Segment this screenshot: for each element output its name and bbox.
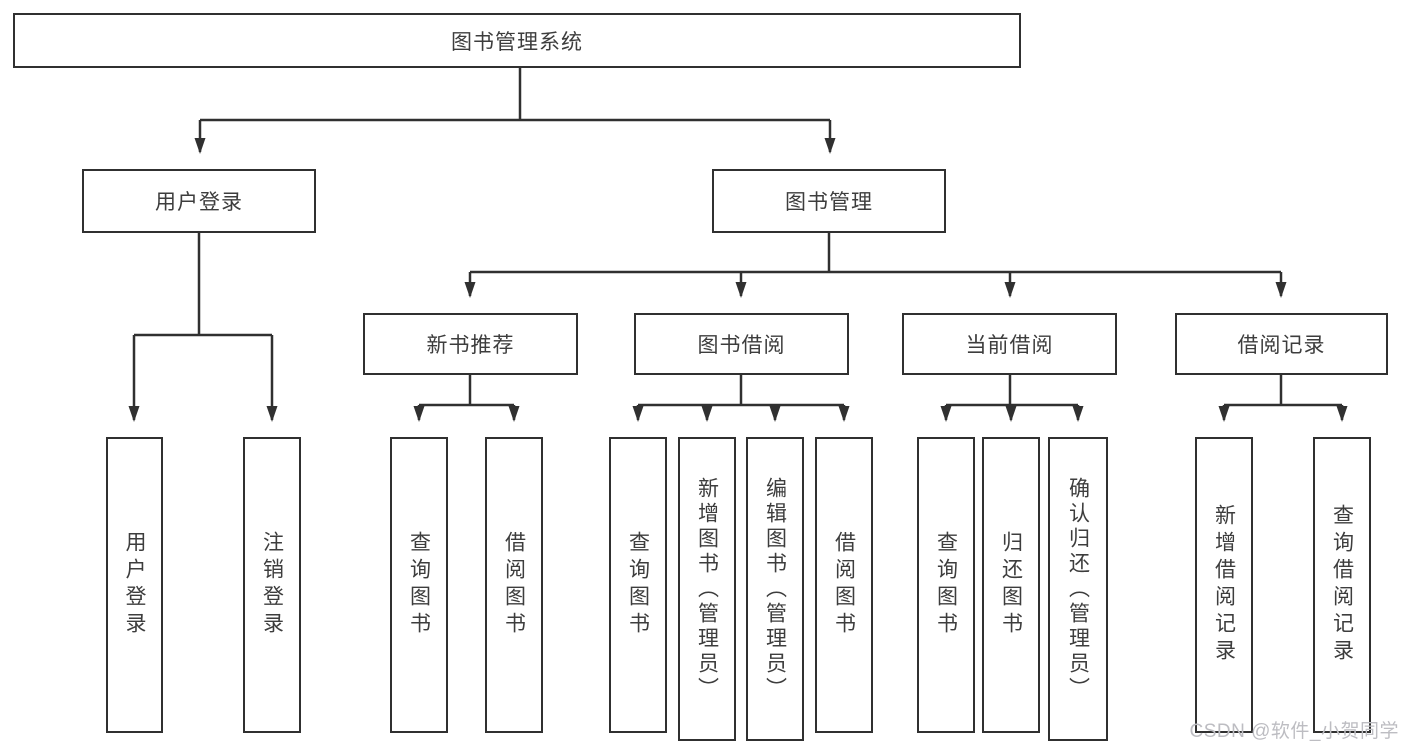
node-book-borrowing: 图书借阅 bbox=[634, 313, 849, 375]
leaf-query-borrow-record: 查询借阅记录 bbox=[1313, 437, 1371, 733]
watermark: CSDN @软件_小贺同学 bbox=[1189, 721, 1399, 742]
leaf-label: 查询图书 bbox=[407, 531, 431, 639]
leaf-borrow-books-borrowing: 借阅图书 bbox=[815, 437, 873, 733]
node-library-system: 图书管理系统 bbox=[13, 13, 1021, 68]
leaf-label: 借阅图书 bbox=[832, 531, 856, 639]
leaf-query-books-recommend: 查询图书 bbox=[390, 437, 448, 733]
node-book-management: 图书管理 bbox=[712, 169, 946, 233]
leaf-confirm-return-admin: 确认归还（管理员） bbox=[1048, 437, 1108, 741]
leaf-edit-books-admin: 编辑图书（管理员） bbox=[746, 437, 804, 741]
leaf-label: 用户登录 bbox=[123, 531, 146, 639]
leaf-query-books-borrowing: 查询图书 bbox=[609, 437, 667, 733]
node-new-book-recommend: 新书推荐 bbox=[363, 313, 578, 375]
leaf-label: 注销登录 bbox=[260, 531, 284, 639]
leaf-label: 查询图书 bbox=[934, 531, 958, 639]
leaf-label: 新增借阅记录 bbox=[1212, 504, 1236, 666]
leaf-logout-login: 注销登录 bbox=[243, 437, 301, 733]
leaf-add-borrow-record: 新增借阅记录 bbox=[1195, 437, 1253, 733]
leaf-borrow-books-recommend: 借阅图书 bbox=[485, 437, 543, 733]
leaf-label: 新增图书（管理员） bbox=[695, 476, 719, 702]
leaf-label: 借阅图书 bbox=[502, 531, 526, 639]
leaf-label: 查询图书 bbox=[626, 531, 650, 639]
leaf-label: 归还图书 bbox=[999, 531, 1023, 639]
leaf-label: 查询借阅记录 bbox=[1330, 504, 1354, 666]
leaf-label: 编辑图书（管理员） bbox=[763, 476, 787, 702]
node-borrowing-records: 借阅记录 bbox=[1175, 313, 1388, 375]
leaf-user-login: 用户登录 bbox=[106, 437, 163, 733]
leaf-return-books: 归还图书 bbox=[982, 437, 1040, 733]
leaf-label: 确认归还（管理员） bbox=[1066, 476, 1090, 702]
node-user-login: 用户登录 bbox=[82, 169, 316, 233]
leaf-add-books-admin: 新增图书（管理员） bbox=[678, 437, 736, 741]
leaf-query-books-current: 查询图书 bbox=[917, 437, 975, 733]
node-current-borrowing: 当前借阅 bbox=[902, 313, 1117, 375]
